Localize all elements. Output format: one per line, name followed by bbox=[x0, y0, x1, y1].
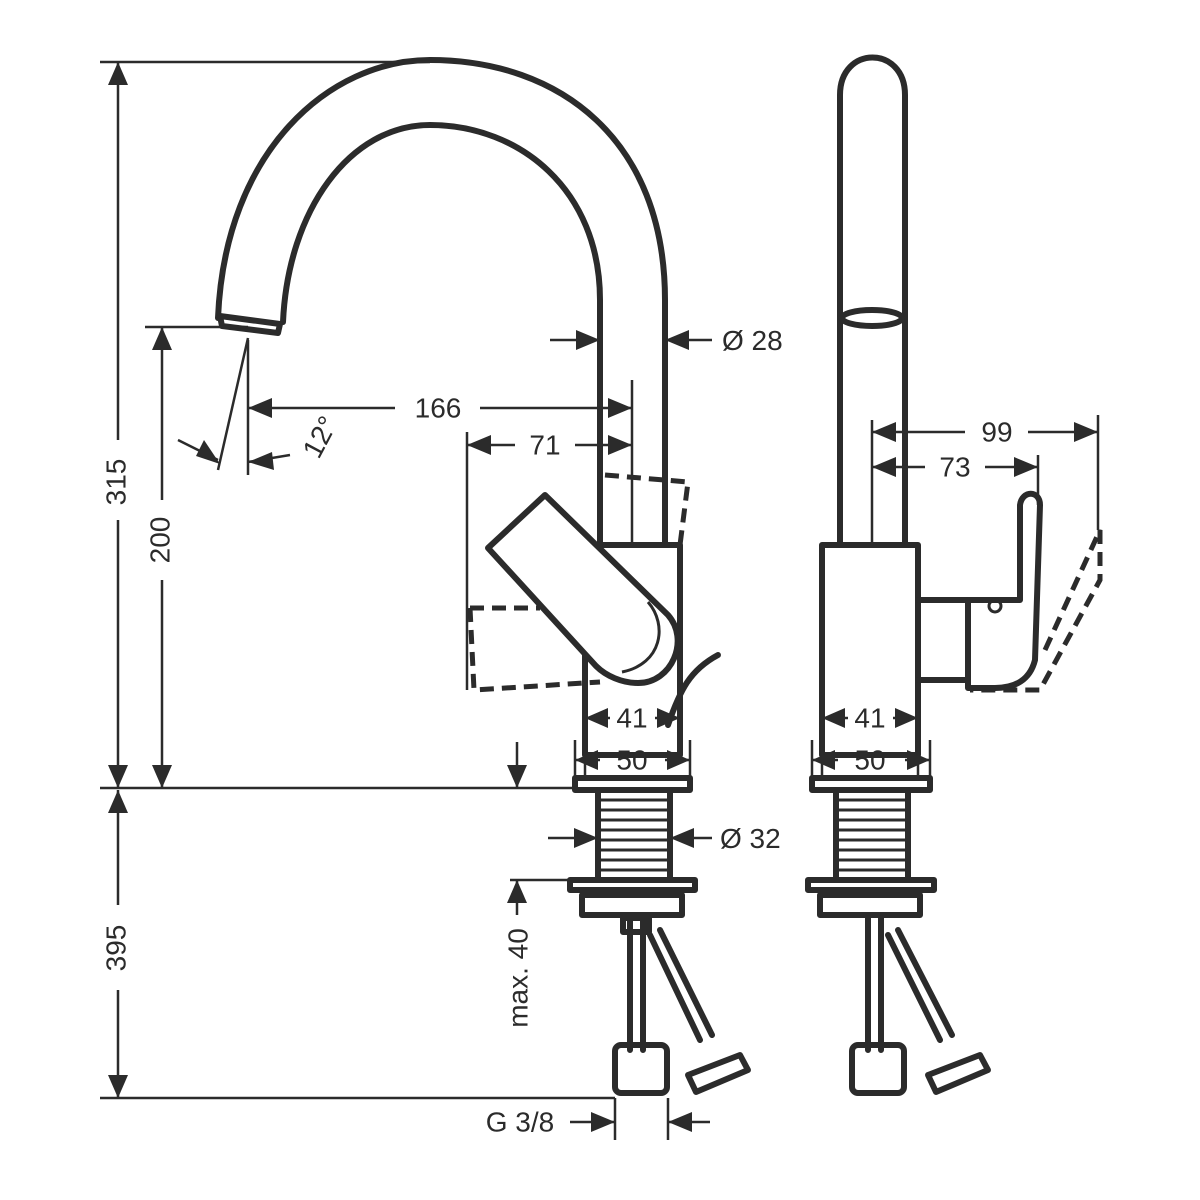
label-diameter-32: Ø 32 bbox=[720, 823, 781, 854]
spout-inner-contour bbox=[280, 122, 603, 548]
side-hose-fitting-left bbox=[849, 1042, 907, 1096]
label-reach-71: 71 bbox=[529, 429, 560, 460]
side-aerator bbox=[839, 307, 905, 329]
dimension-lines bbox=[100, 60, 1100, 1140]
side-spout bbox=[837, 54, 908, 548]
side-threaded-shank bbox=[833, 787, 911, 883]
side-lever-alt-position bbox=[970, 528, 1103, 693]
hose-fitting-right bbox=[685, 1052, 751, 1095]
hose-fitting-left bbox=[612, 1042, 670, 1096]
side-lever-housing bbox=[915, 597, 971, 683]
side-hose-angled bbox=[885, 927, 955, 1043]
label-height-315: 315 bbox=[100, 459, 131, 506]
side-hose-fitting-right bbox=[925, 1052, 991, 1095]
label-base-50-right: 50 bbox=[854, 744, 885, 775]
spout-nozzle bbox=[217, 313, 283, 336]
dimension-labels: 315 200 395 166 71 12° Ø 28 41 50 Ø 32 m… bbox=[100, 325, 1012, 1137]
thread-lines bbox=[600, 798, 668, 872]
side-fixing-nut bbox=[817, 892, 923, 918]
side-lever bbox=[965, 490, 1043, 691]
label-angle-12: 12° bbox=[297, 411, 344, 463]
supply-hose-angled bbox=[647, 927, 715, 1043]
lever-inner-edge bbox=[621, 601, 661, 674]
label-base-50-left: 50 bbox=[616, 744, 647, 775]
threaded-shank bbox=[595, 787, 673, 883]
side-hose-straight bbox=[865, 915, 884, 1053]
front-view bbox=[215, 57, 751, 1096]
label-max-40: max. 40 bbox=[502, 928, 533, 1028]
side-body bbox=[819, 542, 921, 758]
label-height-395: 395 bbox=[100, 925, 131, 972]
supply-hose-straight bbox=[627, 915, 646, 1053]
label-reach-166: 166 bbox=[415, 392, 462, 423]
label-side-73: 73 bbox=[939, 451, 970, 482]
side-thread-lines bbox=[838, 798, 906, 872]
label-thread-g38: G 3/8 bbox=[486, 1106, 554, 1137]
hose-ferrule-left bbox=[620, 915, 652, 935]
label-base-41-right: 41 bbox=[854, 702, 885, 733]
label-side-99: 99 bbox=[981, 416, 1012, 447]
label-diameter-28: Ø 28 bbox=[722, 325, 783, 356]
side-lever-screw bbox=[987, 598, 1003, 614]
side-view bbox=[805, 54, 1103, 1096]
counter-plate bbox=[567, 877, 698, 893]
mixer-lever bbox=[485, 492, 681, 686]
lever-alt-position-up bbox=[604, 472, 691, 546]
label-base-41-left: 41 bbox=[616, 702, 647, 733]
side-counter-plate bbox=[805, 877, 937, 893]
spout-outer-contour bbox=[215, 57, 668, 548]
label-height-200: 200 bbox=[144, 517, 175, 564]
lever-alt-position-down bbox=[467, 605, 601, 693]
fixing-nut bbox=[579, 892, 685, 918]
pop-up-rod bbox=[665, 652, 721, 728]
